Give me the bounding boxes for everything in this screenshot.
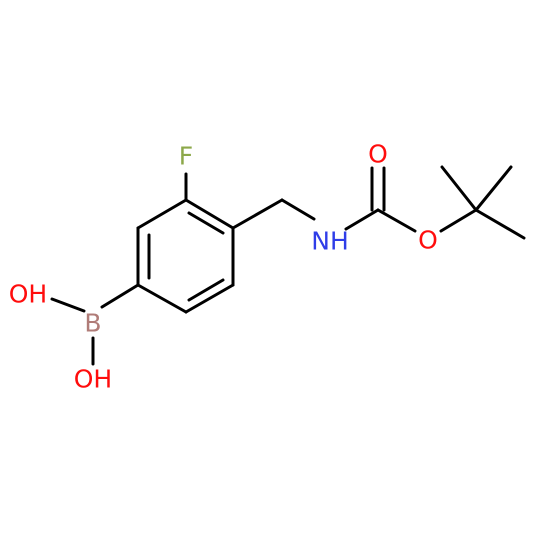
bond-methylene-to-nh <box>280 198 316 221</box>
ring-bond-c4-c5-inner <box>187 278 225 302</box>
boron-atom-label: B <box>84 309 101 338</box>
carbonyl-oxygen-label: O <box>368 140 388 169</box>
bond-boron-to-oh-top <box>50 297 86 313</box>
bond-tbutyl-methyl-up-right <box>474 165 513 212</box>
bond-tbutyl-methyl-right <box>474 208 526 240</box>
bond-ring-to-methylene <box>231 198 284 230</box>
ring-bond-c4-c5 <box>184 283 235 314</box>
hydroxyl-top-label: OH <box>9 280 47 309</box>
bond-ring-to-boron <box>100 283 140 309</box>
bond-nh-to-carbonyl <box>344 208 380 231</box>
bond-carbonyl-to-ester-o <box>376 208 417 233</box>
fluorine-atom-label: F <box>179 142 193 171</box>
bond-ester-o-to-tbutyl <box>439 208 478 233</box>
ring-bond-c2-c3 <box>184 198 235 230</box>
ring-bond-c1-c2 <box>136 198 188 230</box>
hydroxyl-bottom-label: OH <box>74 365 112 394</box>
ester-oxygen-label: O <box>418 226 438 255</box>
amine-atom-label: NH <box>311 227 349 256</box>
bond-tbutyl-methyl-up-left <box>440 165 478 212</box>
ring-bond-c2-c3-inner <box>187 211 225 235</box>
ring-bond-c5-c6 <box>136 283 188 314</box>
